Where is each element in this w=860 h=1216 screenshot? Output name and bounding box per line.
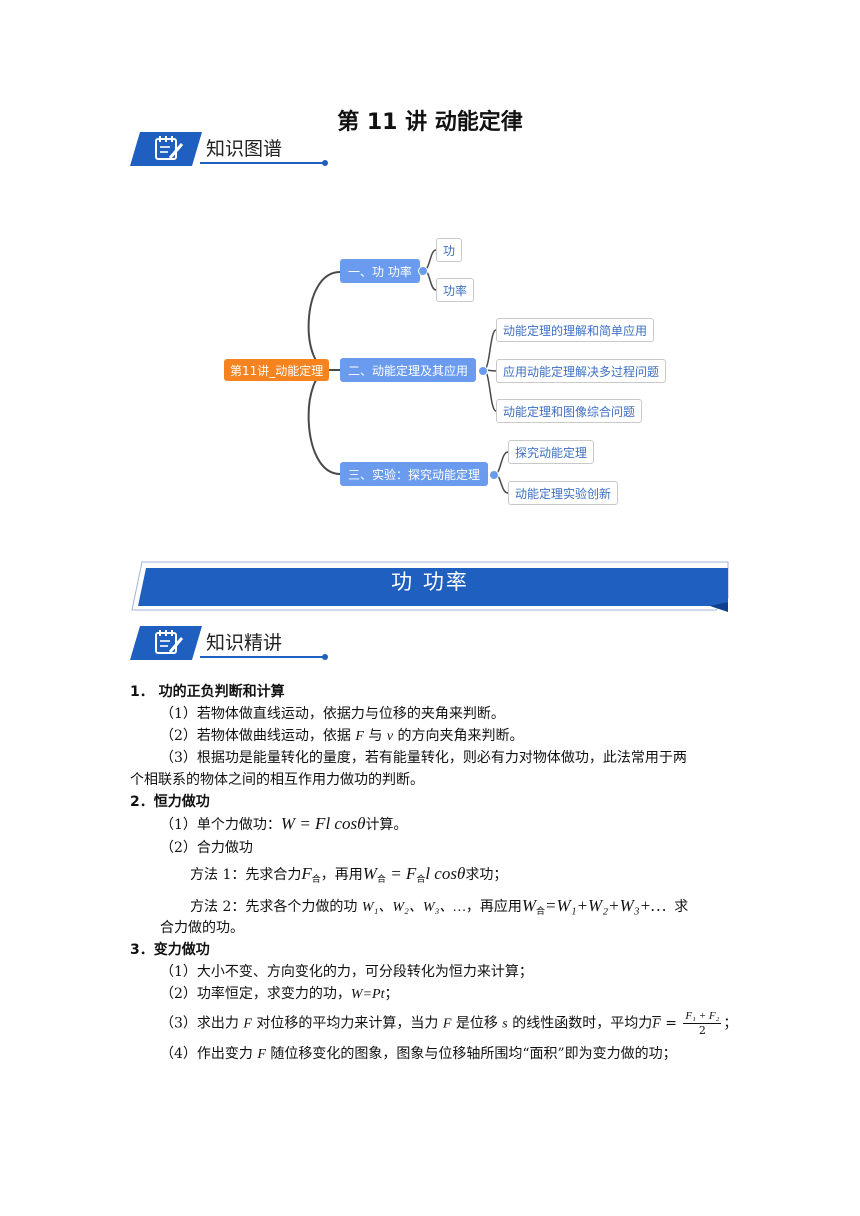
- paragraph: （1）大小不变、方向变化的力，可分段转化为恒力来计算；: [160, 964, 533, 980]
- mind-map-branch-1[interactable]: 一、功 功率: [340, 259, 420, 283]
- paragraph: 方法 1：先求合力F合，再用W合 = F合l cosθ求功；: [190, 864, 508, 884]
- section-underline: [200, 656, 324, 658]
- paragraph: （1）单个力做功：W = Fl cosθ计算。: [160, 814, 408, 833]
- formula: W合=W₁+W₂+W₃+…: [521, 896, 667, 916]
- mind-map-leaf[interactable]: 探究动能定理: [508, 440, 595, 464]
- paragraph: 方法 2：先求各个力做的功 W₁、W₂、W₃、…，再应用W合=W₁+W₂+W₃+…: [190, 896, 689, 916]
- notepad-pencil-icon: [130, 132, 202, 166]
- chapter-title: 功 功率: [391, 570, 469, 594]
- section-label: 知识精讲: [206, 632, 283, 654]
- notepad-pencil-icon: [130, 626, 202, 660]
- section-header-knowledge-map: 知识图谱: [130, 130, 330, 170]
- mind-map-root[interactable]: 第11讲_动能定理: [224, 359, 330, 381]
- paragraph: （1）若物体做直线运动，依据力与位移的夹角来判断。: [160, 706, 505, 722]
- formula: W = Fl cosθ: [280, 814, 366, 833]
- mind-map-leaf[interactable]: 功率: [436, 278, 475, 302]
- section-underline: [200, 162, 324, 164]
- chapter-banner-shape: [131, 561, 729, 612]
- paragraph: 合力做的功。: [160, 920, 244, 936]
- branch-1-collapse-dot[interactable]: [418, 266, 428, 276]
- heading-2: 2．恒力做功: [130, 794, 210, 810]
- section-underline-dot: [322, 654, 328, 660]
- section-underline-dot: [322, 160, 328, 166]
- paragraph: （2）功率恒定，求变力的功，W=Pt；: [160, 986, 399, 1002]
- mind-map: 第11讲_动能定理 一、功 功率 功 功率 二、动能定理及其应用 动能定理的理解…: [0, 0, 860, 560]
- section-header-knowledge-explain: 知识精讲: [130, 624, 330, 664]
- paragraph: （2）若物体做曲线运动，依据 F 与 v 的方向夹角来判断。: [160, 728, 524, 744]
- heading-3: 3．变力做功: [130, 942, 210, 958]
- paragraph: 个相联系的物体之间的相互作用力做功的判断。: [130, 772, 424, 788]
- section-label: 知识图谱: [206, 138, 283, 160]
- mind-map-leaf[interactable]: 动能定理和图像综合问题: [496, 399, 643, 423]
- mind-map-leaf[interactable]: 动能定理的理解和简单应用: [496, 318, 655, 342]
- branch-3-collapse-dot[interactable]: [489, 470, 499, 480]
- mind-map-branch-2[interactable]: 二、动能定理及其应用: [340, 358, 477, 382]
- mind-map-branch-3[interactable]: 三、实验：探究动能定理: [340, 462, 489, 486]
- heading-1: 1． 功的正负判断和计算: [130, 684, 285, 700]
- paragraph: （4）作出变力 F 随位移变化的图象，图象与位移轴所围均“面积”即为变力做的功；: [160, 1046, 677, 1062]
- mind-map-leaf[interactable]: 功: [436, 238, 463, 262]
- page-title: 第 11 讲 动能定律: [337, 110, 523, 135]
- branch-2-collapse-dot[interactable]: [478, 366, 488, 376]
- paragraph: （3）根据功是能量转化的量度，若有能量转化，则必有力对物体做功，此法常用于两: [160, 750, 687, 766]
- formula: W合 = F合l cosθ: [362, 864, 466, 884]
- mind-map-leaf[interactable]: 动能定理实验创新: [508, 481, 619, 505]
- chapter-banner: 功 功率: [130, 560, 730, 612]
- paragraph: （3）求出力 F 对位移的平均力来计算，当力 F 是位移 s 的线性函数时，平均…: [160, 1010, 738, 1037]
- paragraph: （2）合力做功: [160, 840, 253, 856]
- mind-map-leaf[interactable]: 应用动能定理解决多过程问题: [496, 359, 667, 383]
